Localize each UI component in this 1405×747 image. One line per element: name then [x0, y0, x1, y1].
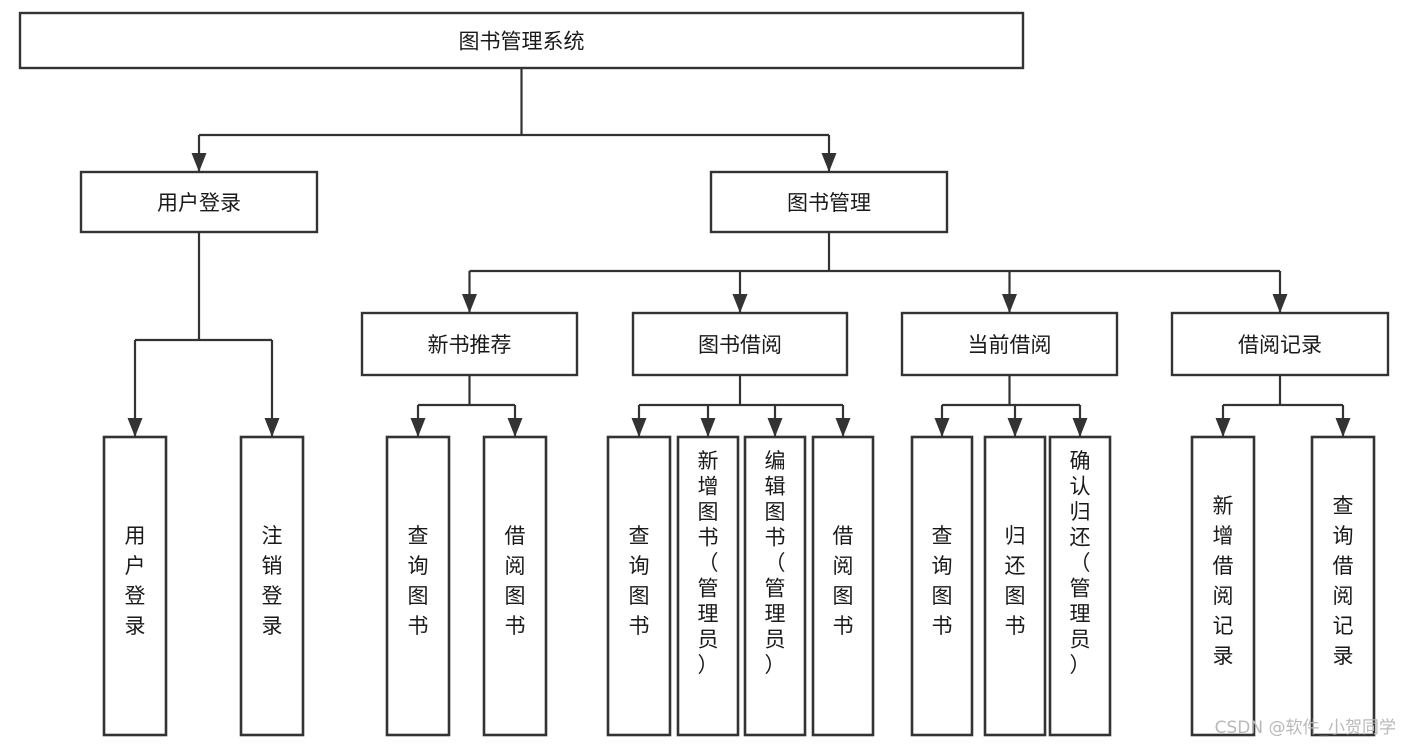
- node-leaf-return-book[interactable]: 归还图书: [983, 435, 1047, 737]
- node-label-leaf-logout: 注销登录: [262, 524, 283, 638]
- node-label-book-manage: 图书管理: [787, 191, 871, 215]
- node-label-leaf-borrow-book: 借阅图书: [833, 524, 854, 638]
- arrow-head-icon-new-book-rec: [462, 294, 477, 313]
- node-label-leaf-query-book-cur: 查询图书: [932, 524, 953, 638]
- arrow-head-icon-borrow-record: [1272, 294, 1288, 313]
- node-label-leaf-confirm-return: 确认归还（管理员）: [1070, 449, 1091, 677]
- node-box-leaf-query-book-cur: [910, 435, 974, 737]
- node-label-user-login: 用户登录: [157, 191, 241, 215]
- arrow-head-icon-leaf-logout: [264, 418, 280, 437]
- node-leaf-user-login[interactable]: 用户登录: [102, 435, 168, 737]
- node-leaf-edit-book[interactable]: 编辑图书（管理员）: [743, 435, 807, 737]
- node-box-leaf-borrow-book: [811, 435, 875, 737]
- node-label-borrow-record: 借阅记录: [1238, 333, 1322, 357]
- arrow-head-icon-leaf-edit-book: [767, 418, 783, 437]
- node-box-leaf-add-book: [676, 435, 740, 737]
- arrow-head-icon-leaf-add-record: [1215, 418, 1231, 437]
- node-box-leaf-edit-book: [743, 435, 807, 737]
- arrow-head-icon-leaf-borrow-book-rec: [507, 418, 523, 437]
- node-box-new-book-rec: [360, 311, 579, 377]
- node-label-leaf-query-record: 查询借阅记录: [1333, 494, 1354, 668]
- node-box-leaf-confirm-return: [1048, 435, 1112, 737]
- node-box-root: [18, 11, 1025, 70]
- node-label-leaf-query-book-borrow: 查询图书: [629, 524, 650, 638]
- node-label-new-book-rec: 新书推荐: [428, 333, 512, 357]
- node-borrow-record[interactable]: 借阅记录: [1170, 311, 1390, 377]
- node-leaf-add-record[interactable]: 新增借阅记录: [1190, 435, 1256, 737]
- arrow-head-icon-leaf-query-record: [1335, 418, 1351, 437]
- node-label-leaf-add-book: 新增图书（管理员）: [698, 449, 719, 677]
- node-leaf-borrow-book[interactable]: 借阅图书: [811, 435, 875, 737]
- arrow-head-icon-current-borrow: [1002, 294, 1017, 313]
- node-box-leaf-logout: [239, 435, 305, 737]
- node-root[interactable]: 图书管理系统: [18, 11, 1025, 70]
- node-box-book-borrow: [631, 311, 849, 377]
- node-book-manage[interactable]: 图书管理: [709, 170, 949, 234]
- node-box-book-manage: [709, 170, 949, 234]
- node-layer: 图书管理系统用户登录图书管理新书推荐图书借阅当前借阅借阅记录用户登录注销登录查询…: [18, 11, 1390, 737]
- csdn-watermark: CSDN @软件_小贺同学: [1215, 718, 1396, 738]
- node-label-leaf-user-login: 用户登录: [125, 524, 146, 638]
- node-leaf-query-record[interactable]: 查询借阅记录: [1310, 435, 1376, 737]
- node-leaf-borrow-book-rec[interactable]: 借阅图书: [482, 435, 548, 737]
- node-box-current-borrow: [900, 311, 1119, 377]
- node-current-borrow[interactable]: 当前借阅: [900, 311, 1119, 377]
- node-box-leaf-borrow-book-rec: [482, 435, 548, 737]
- node-leaf-query-book-cur[interactable]: 查询图书: [910, 435, 974, 737]
- node-label-leaf-return-book: 归还图书: [1005, 524, 1026, 638]
- arrow-head-icon-book-manage: [821, 153, 837, 172]
- arrow-head-icon-leaf-query-book-borrow: [631, 418, 647, 437]
- node-label-leaf-edit-book: 编辑图书（管理员）: [765, 449, 786, 677]
- node-box-borrow-record: [1170, 311, 1390, 377]
- node-label-book-borrow: 图书借阅: [698, 333, 782, 357]
- node-label-leaf-query-book-rec: 查询图书: [408, 524, 429, 638]
- arrow-head-icon-leaf-borrow-book: [835, 418, 851, 437]
- node-label-root: 图书管理系统: [459, 30, 585, 54]
- node-label-current-borrow: 当前借阅: [968, 333, 1052, 357]
- node-box-leaf-return-book: [983, 435, 1047, 737]
- connector-layer: [127, 68, 1351, 437]
- node-box-leaf-query-book-borrow: [606, 435, 672, 737]
- node-box-leaf-query-record: [1310, 435, 1376, 737]
- node-box-leaf-query-book-rec: [385, 435, 451, 737]
- arrow-head-icon-leaf-add-book: [700, 418, 716, 437]
- node-leaf-confirm-return[interactable]: 确认归还（管理员）: [1048, 435, 1112, 737]
- node-leaf-query-book-borrow[interactable]: 查询图书: [606, 435, 672, 737]
- arrow-head-icon-book-borrow: [732, 294, 748, 313]
- node-leaf-add-book[interactable]: 新增图书（管理员）: [676, 435, 740, 737]
- arrow-head-icon-leaf-query-book-rec: [410, 418, 426, 437]
- node-leaf-query-book-rec[interactable]: 查询图书: [385, 435, 451, 737]
- node-label-leaf-borrow-book-rec: 借阅图书: [505, 524, 526, 638]
- arrow-head-icon-leaf-return-book: [1007, 418, 1023, 437]
- arrow-head-icon-leaf-user-login: [127, 418, 143, 437]
- node-new-book-rec[interactable]: 新书推荐: [360, 311, 579, 377]
- arrow-head-icon-leaf-confirm-return: [1072, 418, 1088, 437]
- node-box-leaf-user-login: [102, 435, 168, 737]
- arrow-head-icon-user-login: [191, 153, 207, 172]
- node-box-leaf-add-record: [1190, 435, 1256, 737]
- node-label-leaf-add-record: 新增借阅记录: [1213, 494, 1234, 668]
- arrow-head-icon-leaf-query-book-cur: [934, 418, 950, 437]
- node-book-borrow[interactable]: 图书借阅: [631, 311, 849, 377]
- node-leaf-logout[interactable]: 注销登录: [239, 435, 305, 737]
- node-user-login[interactable]: 用户登录: [79, 170, 319, 234]
- node-box-user-login: [79, 170, 319, 234]
